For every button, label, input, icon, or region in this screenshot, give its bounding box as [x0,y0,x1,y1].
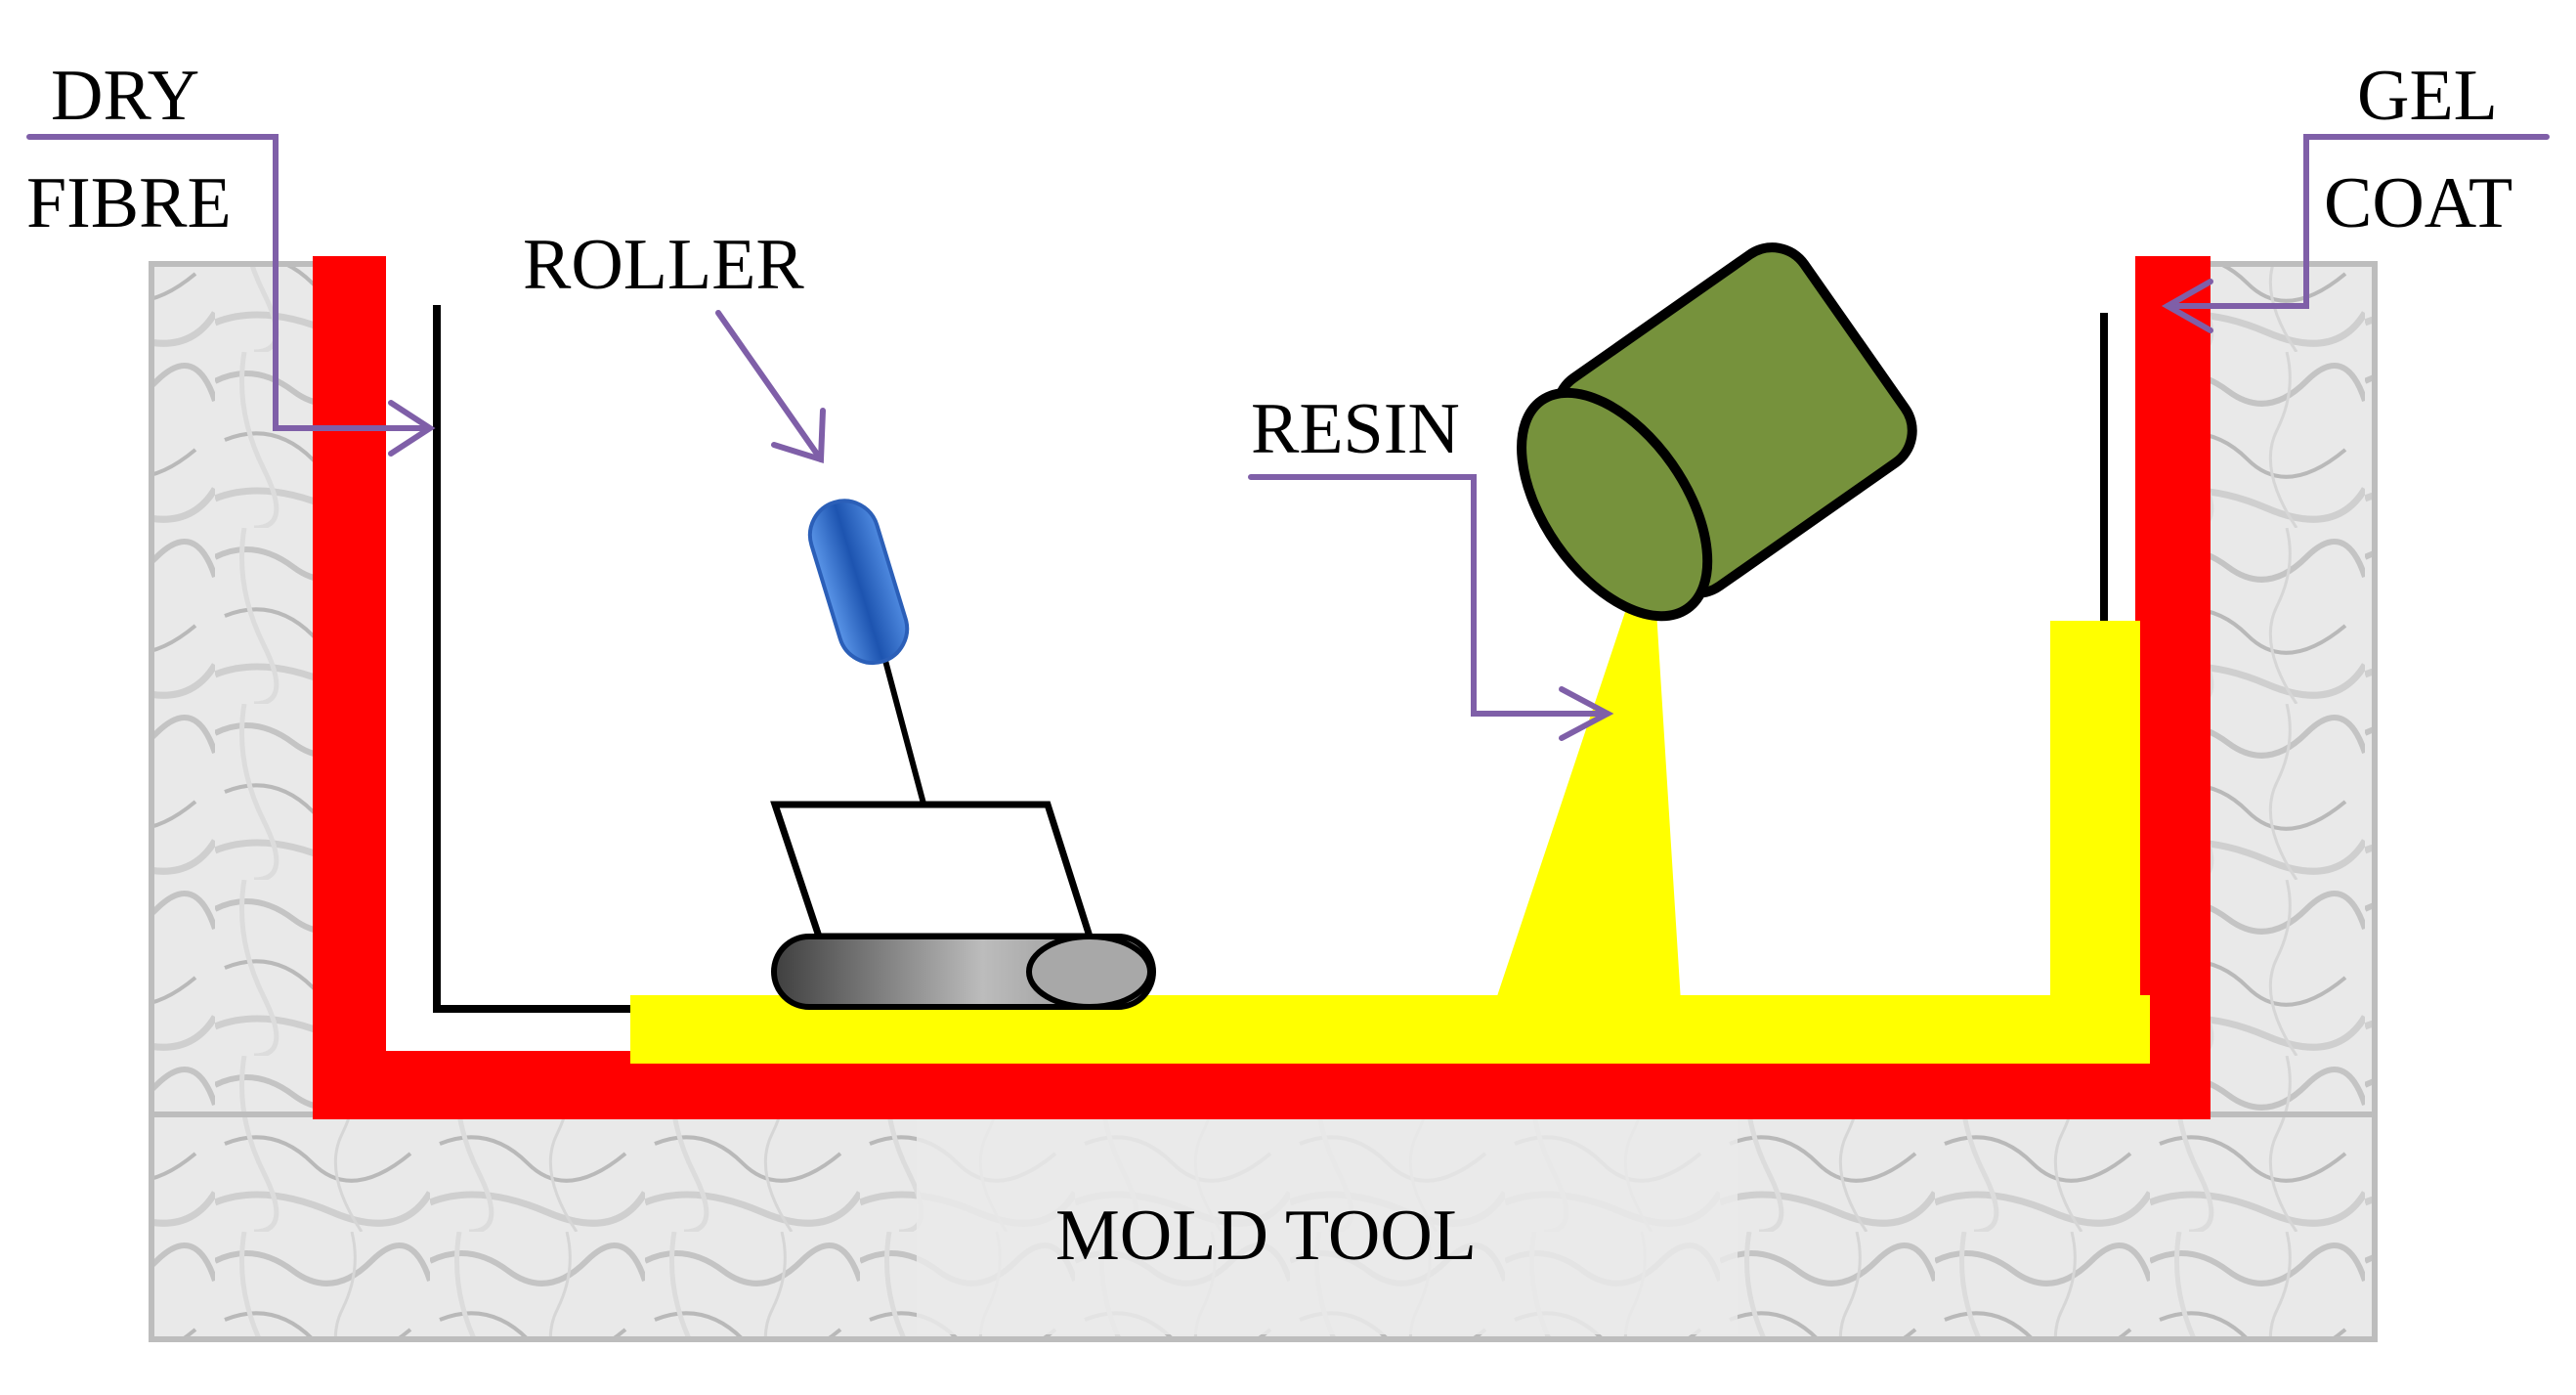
arrow-gel-coat [2165,134,2550,309]
resin-bucket [1517,242,1917,622]
arrow-roller [715,310,824,462]
label-fibre: FIBRE [26,163,232,243]
label-dry: DRY [51,56,199,136]
label-coat: COAT [2324,163,2512,243]
arrow-dry-fibre [26,134,428,431]
label-gel: GEL [2357,56,2498,136]
dry-fibre [433,305,2108,1013]
callout-arrows [26,134,2550,741]
label-roller: ROLLER [523,225,804,305]
arrow-resin [1248,474,1610,717]
label-mold-tool: MOLD TOOL [1055,1196,1477,1276]
roller-tool [770,499,1156,1010]
label-resin: RESIN [1251,389,1460,469]
